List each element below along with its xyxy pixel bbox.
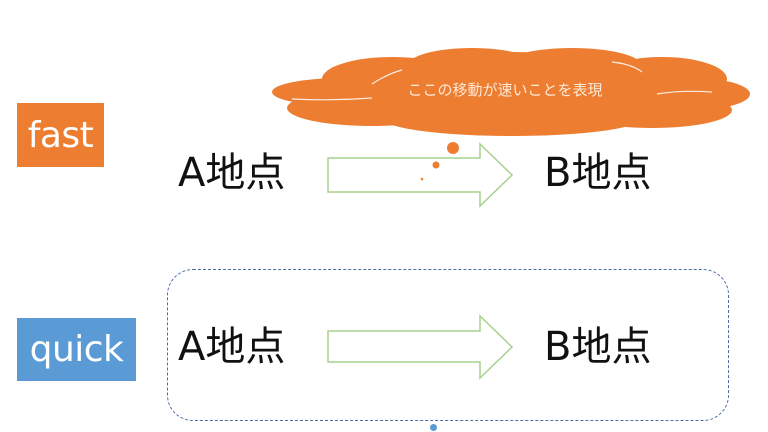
cloud-callout-text: ここの移動が速いことを表現	[407, 81, 603, 99]
quick-point-b[interactable]: B地点	[544, 324, 652, 370]
quick-label[interactable]: quick	[17, 318, 136, 381]
selection-frame[interactable]	[167, 269, 729, 421]
fast-arrow-icon[interactable]	[327, 142, 514, 208]
quick-arrow-icon[interactable]	[327, 314, 514, 380]
fast-point-b[interactable]: B地点	[544, 150, 652, 196]
selection-handle[interactable]	[430, 424, 437, 431]
quick-label-text: quick	[29, 329, 124, 370]
fast-label-text: fast	[27, 114, 94, 156]
fast-label[interactable]: fast	[17, 103, 104, 167]
quick-point-a[interactable]: A地点	[178, 324, 286, 370]
cloud-callout-shape[interactable]	[272, 44, 752, 181]
fast-point-a[interactable]: A地点	[178, 150, 286, 196]
